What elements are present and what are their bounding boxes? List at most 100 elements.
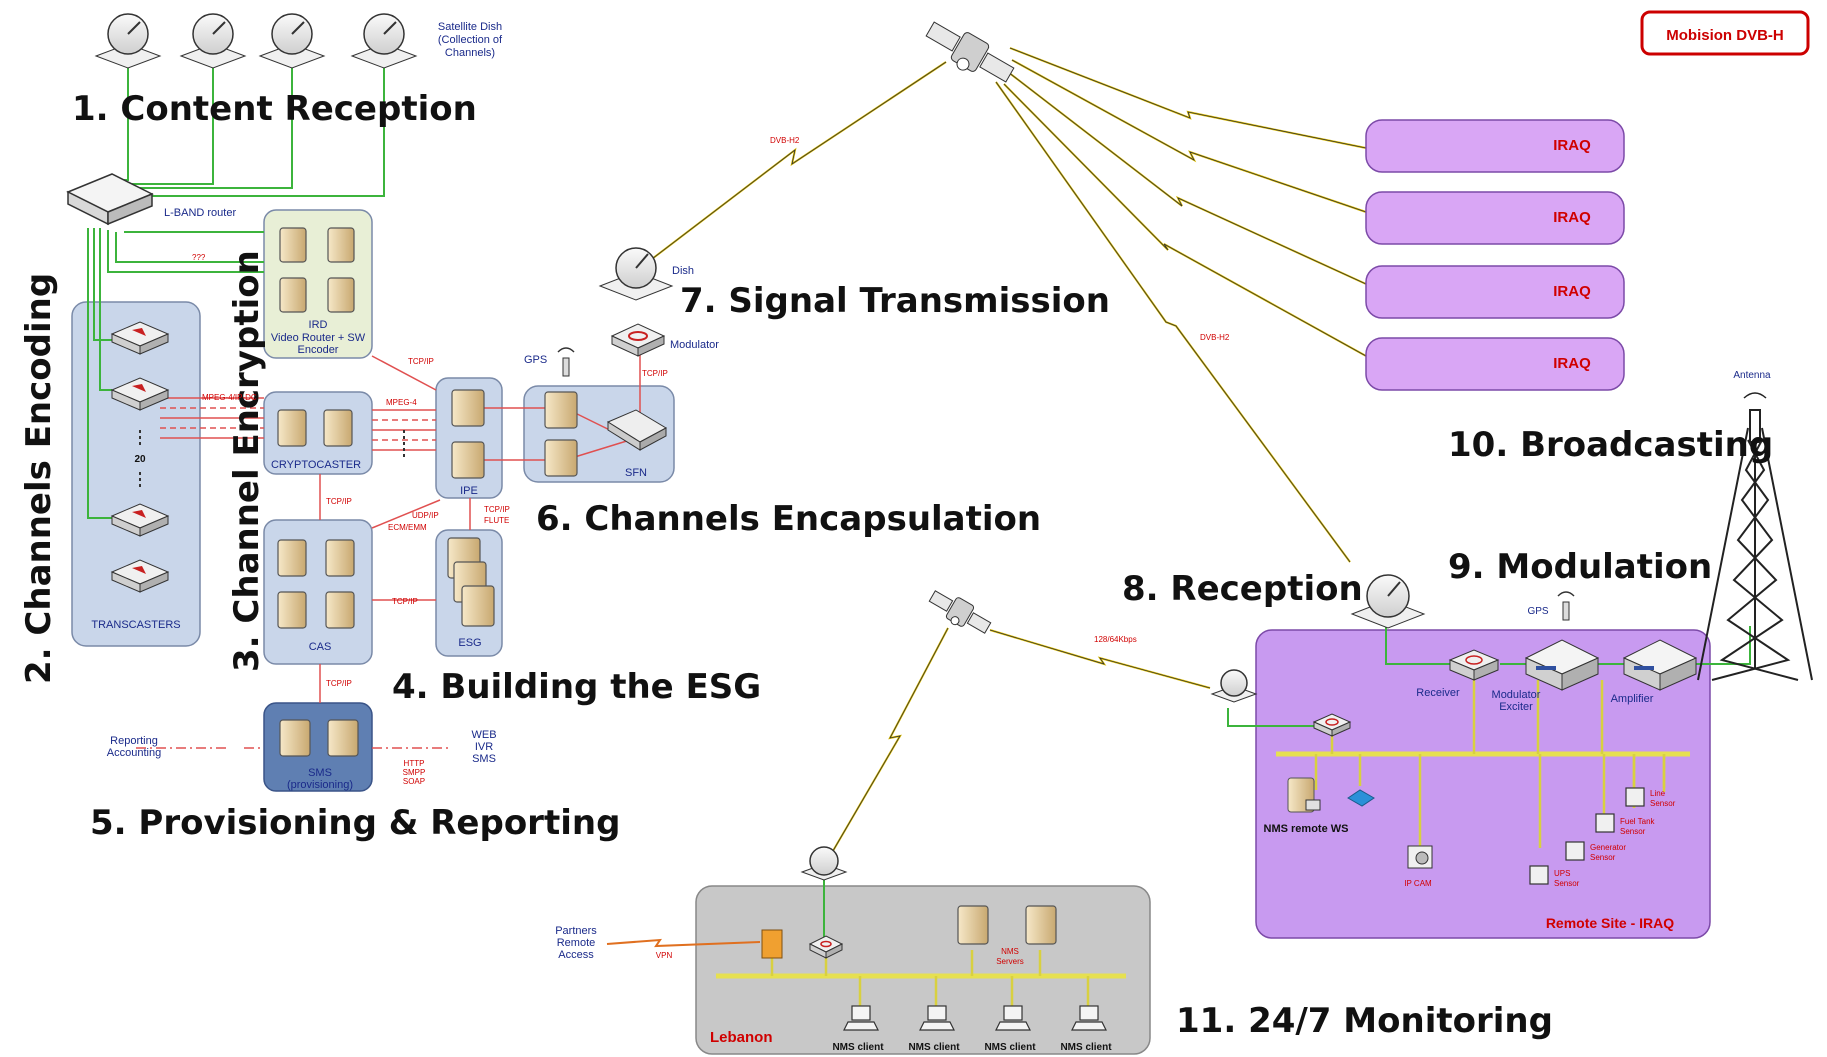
- sms-label-2: (provisioning): [287, 779, 353, 791]
- step-10-heading: 10. Broadcasting: [1448, 425, 1773, 465]
- satellite-icon: [925, 21, 1015, 83]
- satellite-dish-label-2: (Collection of: [438, 34, 503, 46]
- modulator-icon: [610, 323, 666, 357]
- receiver-label: Receiver: [1416, 687, 1460, 699]
- ird-label-3: Encoder: [298, 344, 339, 356]
- sfn-servers: [544, 391, 578, 477]
- satellite-dish-label-3: Channels): [445, 47, 495, 59]
- iraq-label-1: IRAQ: [1553, 137, 1591, 154]
- sms-servers: [279, 719, 359, 757]
- transcasters-label: TRANSCASTERS: [91, 619, 180, 631]
- iraq-label-2: IRAQ: [1553, 209, 1591, 226]
- modulator-exciter-label-1: Modulator: [1492, 689, 1541, 701]
- udpip-label-1: UDP/IP: [412, 511, 439, 520]
- nms-client-icons: [843, 1005, 1107, 1031]
- remote-router-icon: [1312, 713, 1352, 737]
- nms-client-label-2: NMS client: [908, 1042, 960, 1053]
- nms-servers-label-2: Servers: [996, 957, 1024, 966]
- red-links: [136, 350, 641, 749]
- cryptocaster-label: CRYPTOCASTER: [271, 459, 361, 471]
- iraq-label-4: IRAQ: [1553, 355, 1591, 372]
- cas-label: CAS: [309, 641, 332, 653]
- nms-client-label-4: NMS client: [1060, 1042, 1112, 1053]
- dvbh2-label-left: DVB-H2: [770, 136, 800, 145]
- badge-label: Mobision DVB-H: [1666, 27, 1784, 44]
- modulator-exciter-label-2: Exciter: [1499, 701, 1533, 713]
- partners-label-1: Partners: [555, 925, 597, 937]
- gps-antenna-remote-icon: [1557, 591, 1575, 621]
- tcpip-ird-ipe: TCP/IP: [408, 357, 434, 366]
- esg-servers: [447, 537, 495, 627]
- ups-sensor-2: Sensor: [1554, 879, 1580, 888]
- sfn-label: SFN: [625, 467, 647, 479]
- http-label-2: SMPP: [403, 768, 426, 777]
- tcpip-cas-esg: TCP/IP: [392, 597, 418, 606]
- lband-router-icon: [66, 173, 154, 226]
- fuel-sensor-1: Fuel Tank: [1620, 817, 1656, 826]
- tcpip-flute-1: TCP/IP: [484, 505, 510, 514]
- vpn-label: VPN: [656, 951, 673, 960]
- ipe-label: IPE: [460, 485, 478, 497]
- nms-remote-ws-label: NMS remote WS: [1264, 823, 1349, 835]
- ip-cam-label: IP CAM: [1404, 879, 1432, 888]
- satellite-icon-lower: [928, 590, 992, 634]
- tcpip-cas-sms: TCP/IP: [326, 679, 352, 688]
- iraq-boxes: [1365, 119, 1625, 391]
- partners-label-3: Access: [558, 949, 594, 961]
- tcpip-flute-2: FLUTE: [484, 516, 509, 525]
- step-3-heading: 3. Channel Encryption: [227, 250, 267, 672]
- lebanon-router-icon: [808, 935, 844, 959]
- fuel-sensor-2: Sensor: [1620, 827, 1646, 836]
- http-label-3: SOAP: [403, 777, 425, 786]
- web-label-3: SMS: [472, 753, 496, 765]
- tcpip-crypto-cas: TCP/IP: [326, 497, 352, 506]
- http-label-1: HTTP: [404, 759, 425, 768]
- small-dish-icon: [1210, 669, 1258, 703]
- kbps-label: 128/64Kbps: [1094, 635, 1137, 644]
- step-2-heading: 2. Channels Encoding: [19, 273, 59, 684]
- firewall-icon: [761, 929, 783, 959]
- reception-dish-icon: [1350, 574, 1426, 629]
- nms-server-icons: [957, 905, 1057, 945]
- satellite-dish-label-1: Satellite Dish: [438, 21, 502, 33]
- ip-phone-icon: [1347, 789, 1375, 807]
- dish-label: Dish: [672, 265, 694, 277]
- step-1-heading: 1. Content Reception: [72, 89, 477, 129]
- mpeg-ipdc-label: MPEG-4/IP-DC: [202, 393, 257, 402]
- ipe-servers: [451, 389, 485, 479]
- amplifier-label: Amplifier: [1611, 693, 1654, 705]
- gen-sensor-1: Generator: [1590, 843, 1626, 852]
- dvbh2-label-right: DVB-H2: [1200, 333, 1230, 342]
- receiver-icon: [1448, 649, 1500, 681]
- dish-router-links: [87, 62, 385, 519]
- line-sensor-1: Line: [1650, 789, 1666, 798]
- badge-frame: [1640, 10, 1810, 56]
- nms-remote-ws-icon: [1287, 777, 1321, 813]
- iraq-label-3: IRAQ: [1553, 283, 1591, 300]
- remote-site-label: Remote Site - IRAQ: [1546, 915, 1674, 931]
- sms-label-1: SMS: [308, 767, 332, 779]
- nms-client-label-3: NMS client: [984, 1042, 1036, 1053]
- step-9-heading: 9. Modulation: [1448, 547, 1712, 587]
- reporting-label-2: Accounting: [107, 747, 161, 759]
- ups-sensor-1: UPS: [1554, 869, 1570, 878]
- amplifier-icon: [1622, 639, 1698, 691]
- transcasters-panel: [71, 301, 201, 647]
- modulator-label: Modulator: [670, 339, 719, 351]
- udpip-label-2: ECM/EMM: [388, 523, 427, 532]
- web-label-2: IVR: [475, 741, 493, 753]
- nms-servers-label-1: NMS: [1001, 947, 1019, 956]
- modulator-exciter-icon: [1524, 639, 1600, 691]
- mpeg4-label: MPEG-4: [386, 398, 417, 407]
- remote-site-panel: [1255, 629, 1711, 939]
- broadcast-tower-icon: [1697, 392, 1813, 681]
- reporting-label-1: Reporting: [110, 735, 158, 747]
- lebanon-dish-icon: [800, 846, 848, 881]
- esg-label: ESG: [458, 637, 481, 649]
- step-7-heading: 7. Signal Transmission: [680, 281, 1110, 321]
- transcasters-count: 20: [134, 454, 146, 465]
- tcpip-modulator: TCP/IP: [642, 369, 668, 378]
- gps-remote-label: GPS: [1527, 606, 1548, 617]
- ird-label-1: IRD: [309, 319, 328, 331]
